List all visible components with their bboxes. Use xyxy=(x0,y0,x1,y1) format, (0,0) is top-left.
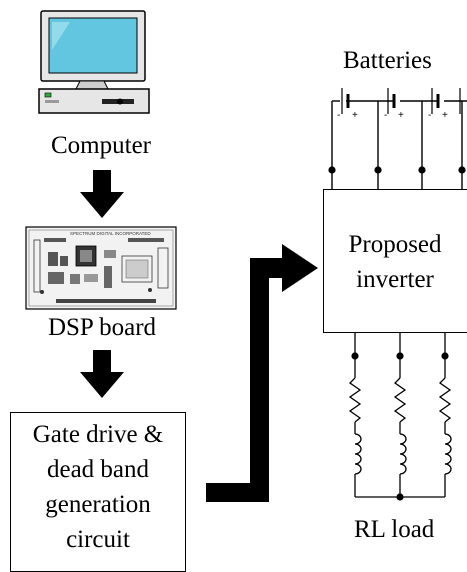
inverter-label-line: Proposed xyxy=(348,231,442,258)
battery-2-negative: - xyxy=(384,110,387,121)
rl-load-label: RL load xyxy=(354,516,435,543)
computer-icon xyxy=(38,10,150,114)
load-junction-dots xyxy=(351,352,449,501)
gate-drive-block xyxy=(10,412,186,572)
gate-drive-label-line: generation xyxy=(45,491,151,518)
battery-1-positive: + xyxy=(352,110,358,121)
inverter-label-line: inverter xyxy=(356,266,434,293)
dsp-board-icon: SPECTRUM DIGITAL INCORPORATED xyxy=(25,226,177,310)
board-silkscreen: SPECTRUM DIGITAL INCORPORATED xyxy=(70,231,151,236)
gate-drive-label-line: circuit xyxy=(66,526,130,553)
rl-load-icon xyxy=(348,333,452,498)
gate-drive-label-line: Gate drive & xyxy=(32,421,164,448)
battery-2-positive: + xyxy=(398,110,404,121)
arrow-dsp-to-gate-drive xyxy=(80,350,124,398)
battery-3-positive: + xyxy=(442,110,448,121)
gate-drive-label: Gate drive & dead band generation circui… xyxy=(10,417,186,557)
dsp-board-label: DSP board xyxy=(47,314,157,341)
computer-label: Computer xyxy=(51,132,151,159)
power-led xyxy=(44,92,52,98)
arrow-computer-to-dsp xyxy=(80,170,124,218)
battery-junction-dots xyxy=(328,166,466,174)
batteries-label: Batteries xyxy=(343,47,432,74)
arrow-gate-drive-to-inverter xyxy=(206,244,318,502)
gate-drive-label-line: dead band xyxy=(46,456,150,483)
inverter-label: Proposed inverter xyxy=(323,227,467,297)
battery-bank-icon xyxy=(331,88,467,189)
inverter-block xyxy=(323,189,467,333)
battery-1-negative: - xyxy=(337,110,340,121)
battery-polarity-markers: - + - + - + xyxy=(337,110,448,121)
battery-3-negative: - xyxy=(428,110,431,121)
